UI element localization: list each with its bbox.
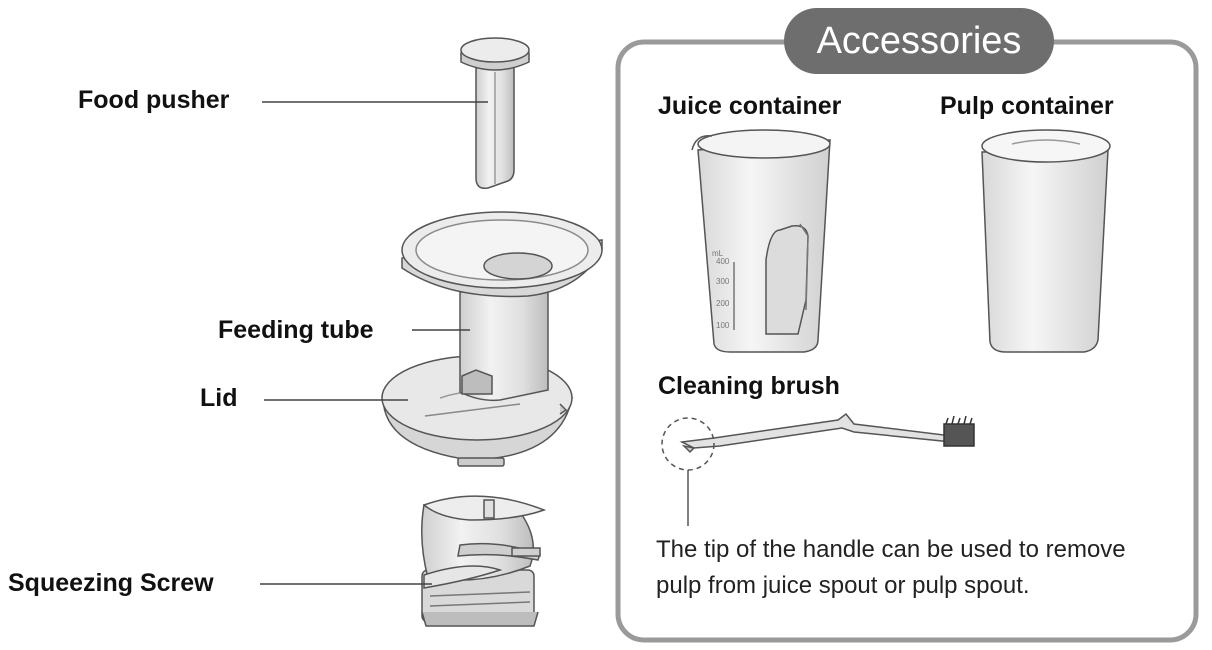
cleaning-brush-illustration [682,414,974,452]
scale-mark-200: 200 [716,300,729,308]
label-juice-container: Juice container [658,94,841,119]
brush-note-line-1: The tip of the handle can be used to rem… [656,538,1126,562]
scale-mark-100: 100 [716,322,729,330]
squeezing-screw-illustration [422,496,544,626]
label-food-pusher: Food pusher [78,88,229,113]
accessories-title: Accessories [784,8,1054,74]
label-squeezing-screw: Squeezing Screw [8,571,214,596]
lid-feeding-tube-illustration [382,212,602,466]
label-lid: Lid [200,386,238,411]
scale-mark-300: 300 [716,278,729,286]
food-pusher-illustration [461,38,529,188]
label-feeding-tube: Feeding tube [218,318,374,343]
label-cleaning-brush: Cleaning brush [658,374,840,399]
brush-note-line-2: pulp from juice spout or pulp spout. [656,574,1030,598]
juice-container-illustration [692,130,830,352]
label-pulp-container: Pulp container [940,94,1114,119]
scale-mark-400: 400 [716,258,729,266]
pulp-container-illustration [982,130,1110,352]
